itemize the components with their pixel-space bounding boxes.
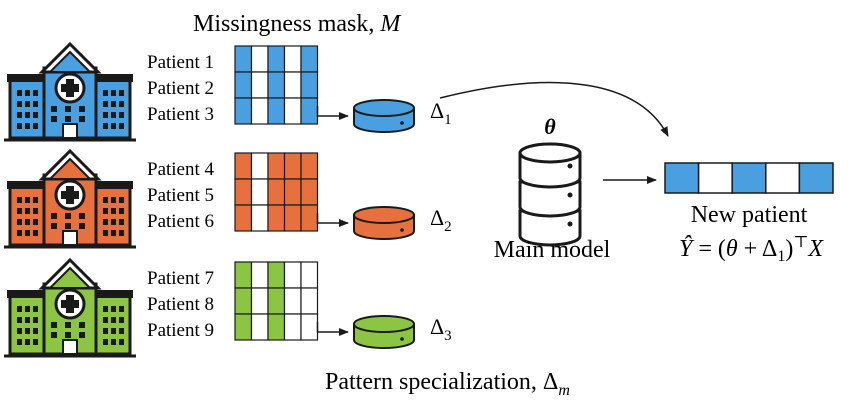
mask-cell bbox=[267, 178, 286, 206]
patient-label: Patient 1 bbox=[147, 52, 214, 73]
delta-database-icon bbox=[353, 99, 415, 133]
missingness-mask-grid bbox=[234, 152, 319, 232]
delta-label: Δ1 bbox=[430, 98, 452, 128]
mask-cell bbox=[300, 261, 319, 289]
hospital-group-2: Patient 4 Patient 5 Patient 6 Δ2 bbox=[4, 148, 452, 249]
mask-cell bbox=[234, 45, 253, 73]
mask-cell bbox=[283, 97, 302, 125]
mask-cell bbox=[250, 261, 269, 289]
new-patient-mask-cell bbox=[664, 162, 700, 194]
mask-cell bbox=[267, 97, 286, 125]
patient-label: Patient 2 bbox=[147, 78, 214, 99]
mask-cell bbox=[234, 97, 253, 125]
hospital-group-1: Patient 1 Patient 2 Patient 3 Δ1 bbox=[4, 41, 452, 142]
mask-cell bbox=[300, 45, 319, 73]
main-model: θ Main model bbox=[494, 114, 611, 263]
mask-cell bbox=[234, 152, 253, 180]
grid-to-delta-arrow bbox=[316, 106, 349, 120]
mask-cell bbox=[283, 178, 302, 206]
hospital-icon bbox=[4, 148, 136, 249]
patient-label: Patient 4 bbox=[147, 159, 215, 180]
mask-cell bbox=[300, 71, 319, 99]
mask-cell bbox=[283, 71, 302, 99]
patient-label: Patient 7 bbox=[147, 268, 214, 289]
mask-cell bbox=[283, 45, 302, 73]
mask-cell bbox=[250, 45, 269, 73]
footer-label: Pattern specialization, Δm bbox=[325, 369, 570, 399]
mask-cell bbox=[267, 71, 286, 99]
grid-to-delta-arrow bbox=[316, 213, 349, 227]
delta-database-icon bbox=[353, 315, 415, 349]
patient-label: Patient 5 bbox=[147, 185, 214, 206]
patient-label: Patient 8 bbox=[147, 294, 214, 315]
mask-cell bbox=[250, 313, 269, 341]
mask-cell bbox=[300, 97, 319, 125]
mask-cell bbox=[300, 204, 319, 232]
mask-cell bbox=[283, 152, 302, 180]
new-patient-mask-cell bbox=[697, 162, 733, 194]
mask-cell bbox=[283, 261, 302, 289]
mask-cell bbox=[250, 152, 269, 180]
new-patient: New patient Ŷ = (θ + Δ1)⊤X bbox=[664, 162, 834, 265]
mask-cell bbox=[283, 313, 302, 341]
mask-cell bbox=[234, 204, 253, 232]
mask-cell bbox=[250, 71, 269, 99]
new-patient-mask-cell bbox=[731, 162, 767, 194]
prediction-formula: Ŷ = (θ + Δ1)⊤X bbox=[679, 234, 824, 265]
delta-label: Δ2 bbox=[430, 205, 452, 235]
mask-cell bbox=[267, 45, 286, 73]
hospital-icon bbox=[4, 257, 136, 358]
mask-cell bbox=[250, 97, 269, 125]
new-patient-label: New patient bbox=[691, 202, 808, 228]
mask-cell bbox=[267, 152, 286, 180]
mask-cell bbox=[300, 313, 319, 341]
mask-title: Missingness mask, M bbox=[193, 11, 402, 37]
delta-to-new-patient-arrow bbox=[439, 81, 669, 137]
mask-cell bbox=[234, 287, 253, 315]
theta-label: θ bbox=[544, 114, 556, 139]
hospital-icon bbox=[4, 41, 136, 142]
mask-cell bbox=[300, 287, 319, 315]
mask-cell bbox=[250, 204, 269, 232]
mask-cell bbox=[234, 178, 253, 206]
mask-cell bbox=[267, 261, 286, 289]
mask-cell bbox=[234, 313, 253, 341]
grid-to-delta-arrow bbox=[316, 322, 349, 336]
patient-label: Patient 6 bbox=[147, 211, 214, 232]
delta-database-icon bbox=[353, 206, 415, 240]
patient-label: Patient 3 bbox=[147, 104, 214, 125]
patient-label: Patient 9 bbox=[147, 320, 214, 341]
mask-cell bbox=[300, 152, 319, 180]
delta-label: Δ3 bbox=[430, 314, 452, 344]
new-patient-mask-cell bbox=[765, 162, 801, 194]
mask-cell bbox=[267, 204, 286, 232]
mask-cell bbox=[267, 287, 286, 315]
new-patient-mask-row bbox=[664, 162, 834, 194]
mask-cell bbox=[283, 287, 302, 315]
main-model-label: Main model bbox=[494, 237, 611, 263]
new-patient-mask-cell bbox=[798, 162, 834, 194]
database-icon bbox=[518, 142, 582, 247]
missingness-mask-grid bbox=[234, 261, 319, 341]
mask-cell bbox=[300, 178, 319, 206]
mask-cell bbox=[250, 287, 269, 315]
mask-cell bbox=[267, 313, 286, 341]
hospital-group-3: Patient 7 Patient 8 Patient 9 Δ3 bbox=[4, 257, 452, 358]
mask-cell bbox=[283, 204, 302, 232]
mask-cell bbox=[234, 261, 253, 289]
mask-cell bbox=[250, 178, 269, 206]
mask-cell bbox=[234, 71, 253, 99]
missingness-mask-grid bbox=[234, 45, 319, 125]
